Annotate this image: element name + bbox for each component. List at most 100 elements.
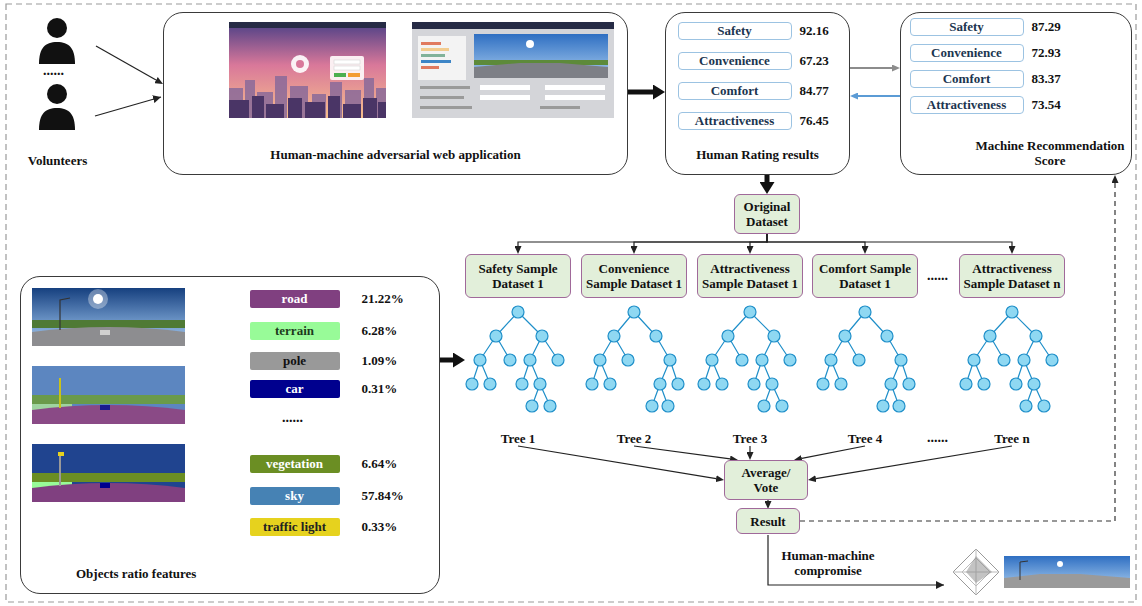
rating-screenshot <box>412 22 614 118</box>
radar-chart <box>953 549 999 595</box>
big-text: Machine Recommendation Score <box>975 138 1125 168</box>
login-screenshot <box>305 102 325 118</box>
rating-screenshot <box>421 48 449 51</box>
street-photo <box>32 288 185 346</box>
login-screenshot <box>266 104 284 118</box>
login-screenshot <box>330 56 364 80</box>
vol-text: Volunteers <box>19 153 96 168</box>
score-value: 67.23 <box>800 53 829 68</box>
panel-box: Human-machine adversarial web applicatio… <box>163 12 628 175</box>
rating-screenshot <box>545 95 605 100</box>
connector-arrow <box>96 46 156 80</box>
radar-chart <box>953 549 999 595</box>
score-value: 76.45 <box>800 113 829 128</box>
dashed-frame <box>6 4 1136 602</box>
rating-screenshot <box>421 54 445 57</box>
ds-text: Result <box>740 514 796 529</box>
login-screenshot <box>229 22 386 118</box>
segmentation-overlay <box>32 405 185 424</box>
street-photo <box>32 288 185 346</box>
big-text: Human Rating results <box>696 147 819 162</box>
segmentation-mask <box>32 444 185 502</box>
login-screenshot <box>378 102 386 118</box>
connector-arrow <box>767 234 1012 246</box>
street-photo <box>100 330 110 335</box>
score-value: 92.16 <box>800 23 829 38</box>
decision-tree: Tree 1 <box>465 305 571 446</box>
class-ratio-row: car0.31% <box>250 380 398 398</box>
process-box: Convenience Sample Dataset 1 <box>581 254 687 298</box>
login-screenshot <box>343 104 361 118</box>
dimension-label: Comfort <box>910 70 1024 88</box>
login-screenshot <box>252 96 264 118</box>
rating-screenshot <box>420 106 472 109</box>
rating-screenshot <box>474 63 608 78</box>
street-photo <box>32 320 185 328</box>
process-box: Average/ Vote <box>724 460 808 500</box>
rating-screenshot <box>480 95 530 100</box>
dimension-label: Convenience <box>678 52 792 70</box>
login-screenshot <box>334 66 360 70</box>
decision-tree: Tree n <box>959 305 1065 446</box>
ds-text: Safety Sample Dataset 1 <box>469 261 567 291</box>
result-photo <box>1057 561 1063 567</box>
connector-arrow <box>518 234 767 246</box>
process-box: Result <box>736 508 800 534</box>
connector-arrow <box>749 446 750 452</box>
decision-tree <box>698 306 796 412</box>
segmentation-overlay <box>32 366 185 424</box>
ellipsis-mark: ...... <box>927 430 948 445</box>
process-box: Attractiveness Sample Dataset 1 <box>697 254 803 298</box>
class-label: pole <box>250 352 340 370</box>
street-photo <box>32 327 185 346</box>
rating-screenshot <box>480 85 530 90</box>
result-photo <box>1004 574 1130 588</box>
street-photo <box>88 289 108 309</box>
decision-tree: Tree 4 <box>812 305 918 446</box>
connector-arrow <box>765 175 770 182</box>
connector-arrow <box>802 446 865 458</box>
ds-text: Average/ Vote <box>728 465 804 495</box>
ratio-value: 0.31% <box>362 381 398 396</box>
decision-tree <box>586 306 684 412</box>
score-row: Attractiveness76.45 <box>678 112 829 130</box>
dimension-label: Attractiveness <box>910 96 1024 114</box>
connector-arrow <box>518 446 716 479</box>
rating-screenshot <box>412 22 614 118</box>
volunteer-arrow <box>95 97 161 116</box>
process-box: Original Dataset <box>734 194 800 234</box>
ratio-value: 0.33% <box>362 519 398 534</box>
score-value: 87.29 <box>1032 19 1061 34</box>
class-label: road <box>250 290 340 308</box>
login-screenshot <box>376 88 386 118</box>
score-row: Safety 87.29 <box>910 18 1061 36</box>
ratio-value: 6.64% <box>362 456 398 471</box>
dashed-arrow <box>800 183 1115 521</box>
result-photo <box>1004 556 1130 588</box>
login-screenshot <box>229 22 386 28</box>
connector-arrow <box>767 234 865 246</box>
process-box: Safety Sample Dataset 1 <box>465 254 571 298</box>
rating-screenshot <box>545 85 605 90</box>
rating-screenshot <box>474 34 608 78</box>
dimension-label: Safety <box>910 18 1024 36</box>
login-screenshot <box>296 60 304 68</box>
volunteer-group: Volunteers <box>19 14 96 168</box>
connector-arrow <box>816 446 1012 479</box>
ds-text: Attractiveness Sample Dataset n <box>963 261 1061 291</box>
street-photo <box>60 298 70 330</box>
connector-arrow <box>750 234 767 246</box>
segmentation-overlay <box>59 378 61 408</box>
radar-chart <box>966 556 992 583</box>
rating-screenshot <box>480 85 605 100</box>
ratio-value: 1.09% <box>362 353 398 368</box>
segmentation-mask <box>58 452 64 456</box>
rating-screenshot <box>412 22 614 29</box>
rating-screenshot <box>420 96 464 99</box>
score-row: Comfort84.77 <box>678 82 829 100</box>
segmentation-overlay <box>32 395 185 404</box>
ratio-value: 21.22% <box>362 291 404 306</box>
score-value: 73.54 <box>1032 97 1061 112</box>
tree-text: Tree 3 <box>697 431 803 446</box>
